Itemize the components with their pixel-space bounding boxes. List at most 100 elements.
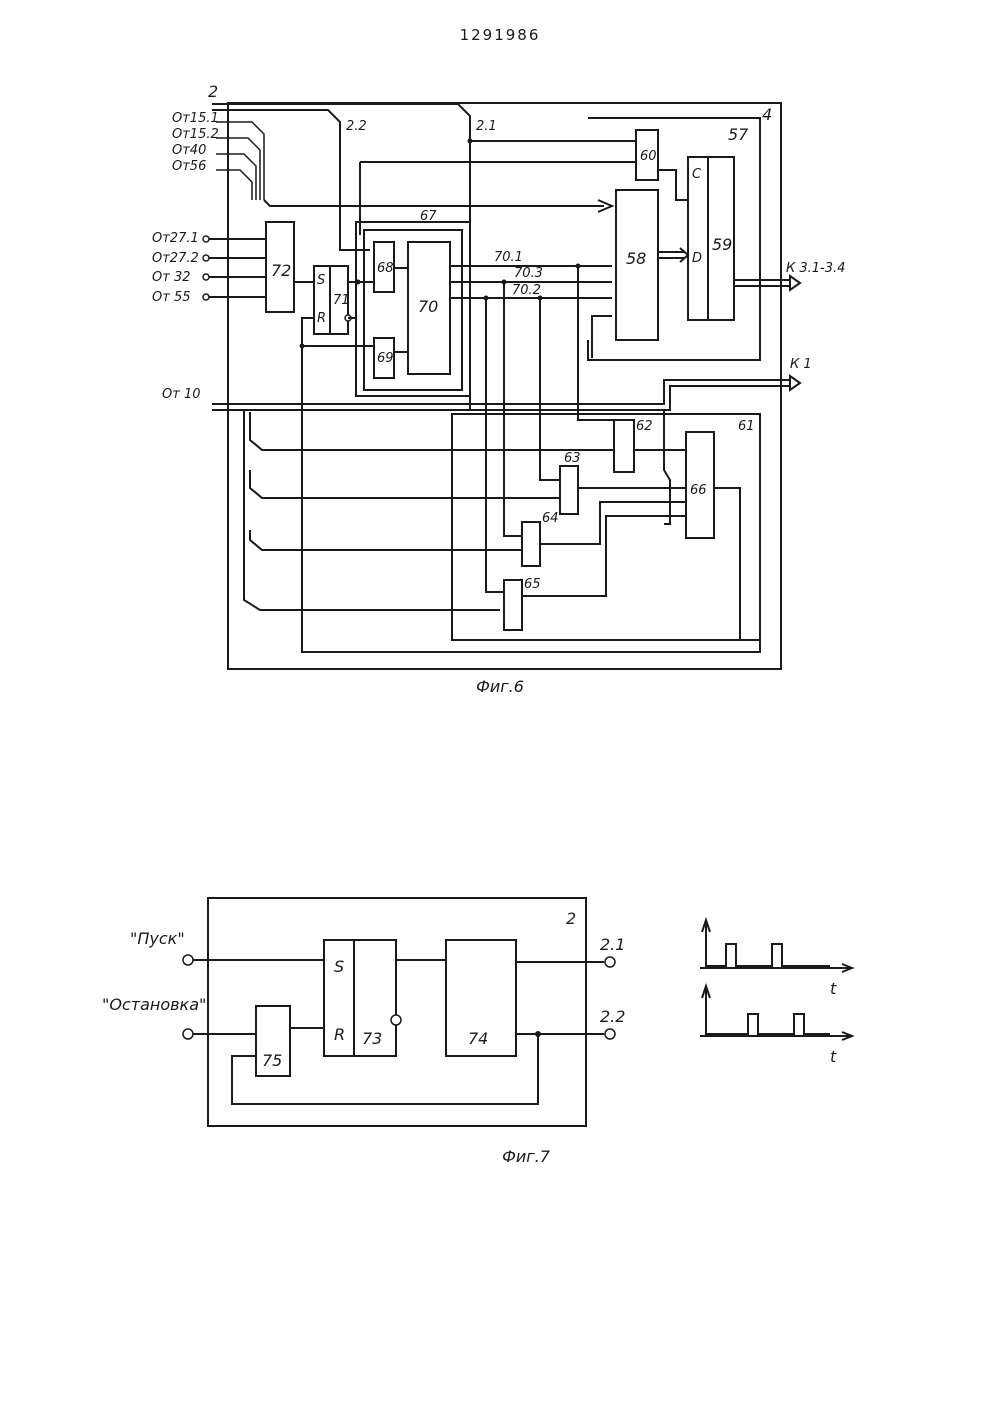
timing-axis-1-y [702, 920, 710, 968]
block-66-label: 66 [690, 483, 707, 498]
input-27-1-label: От27.1 [152, 231, 199, 246]
block-67-label: 67 [420, 209, 437, 224]
input-27-2-label: От27.2 [152, 251, 199, 266]
block-62-label: 62 [636, 419, 653, 434]
block-72-label: 72 [271, 261, 291, 280]
net-70-3-label: 70.3 [514, 266, 543, 281]
input-terminal [203, 294, 209, 300]
block-71-label: 71 [333, 293, 350, 308]
timing-t1: t [830, 979, 837, 998]
block-60-label: 60 [640, 149, 657, 164]
timing-t2: t [830, 1047, 837, 1066]
input-stop-label: "Остановка" [102, 995, 206, 1014]
block-63 [560, 466, 578, 514]
wire-70-1-to-62 [578, 266, 614, 420]
wire-70-2-to-63 [540, 298, 560, 480]
output-2-1-label: 2.1 [600, 935, 625, 954]
timing-axis-2-y [702, 986, 710, 1036]
pin-r-71: R [317, 311, 326, 326]
block-65 [504, 580, 522, 630]
block-59-label: 59 [712, 235, 732, 254]
input-terminal [203, 255, 209, 261]
block-57-label: 57 [728, 125, 749, 144]
pin-s-71: S [317, 273, 325, 288]
bus-line [216, 122, 264, 200]
input-start-terminal [183, 955, 193, 965]
block-68-label: 68 [377, 261, 394, 276]
fig7-caption: Фиг.7 [502, 1147, 551, 1166]
bus-arrow [790, 376, 800, 390]
block-64 [522, 522, 540, 566]
timing-pulses-1 [706, 944, 830, 966]
input-15-2-label: От15.2 [172, 127, 219, 142]
wire-to-65 [486, 298, 504, 592]
output-2-2-terminal [605, 1029, 615, 1039]
bus-arrow [790, 276, 800, 290]
block-4-label: 4 [762, 105, 772, 124]
input-40-label: От40 [172, 143, 206, 158]
wire-to-60b [360, 162, 636, 235]
bus-line [216, 154, 256, 200]
block-2-label: 2 [566, 909, 576, 928]
junction [356, 280, 361, 285]
block-74-label: 74 [468, 1029, 488, 1048]
wire-to-58-bottom [592, 316, 612, 358]
block-70-label: 70 [418, 297, 438, 316]
block-63-label: 63 [564, 451, 581, 466]
input-55-label: От 55 [152, 290, 190, 305]
page-number: 1291986 [460, 26, 541, 44]
output-2-1-terminal [605, 957, 615, 967]
wire-65-66 [522, 516, 686, 596]
input-10-label: От 10 [162, 387, 200, 402]
input-stop-terminal [183, 1029, 193, 1039]
bus-58-59 [658, 252, 684, 258]
block-64-label: 64 [542, 511, 559, 526]
fig7-diagram: 2 "Пуск" "Остановка" 75 S R 73 74 2.1 2.… [102, 898, 852, 1126]
bus-branch-62 [250, 412, 614, 450]
block-75-label: 75 [262, 1051, 282, 1070]
bus-2-label: 2 [208, 82, 218, 101]
bus-branch [244, 410, 500, 610]
pin-s-73: S [334, 957, 344, 976]
block-69-label: 69 [377, 351, 394, 366]
bus-line [216, 138, 260, 200]
block-62 [614, 420, 634, 472]
fig6-diagram: 4 2 2.2 2.1 От15.1 От15.2 От40 От56 57 6… [152, 82, 845, 669]
block-61-label: 61 [738, 419, 755, 434]
inv-bubble-73 [391, 1015, 401, 1025]
input-56-label: От56 [172, 159, 206, 174]
input-start-label: "Пуск" [130, 929, 185, 948]
bus-10-to-k1 [212, 380, 790, 410]
output-1-label: К 1 [790, 357, 812, 372]
pin-d: D [692, 251, 702, 266]
input-32-label: От 32 [152, 270, 190, 285]
net-70-1-label: 70.1 [494, 250, 523, 265]
bus-branch-64 [250, 530, 522, 550]
net-70-2-label: 70.2 [512, 283, 541, 298]
fig6-caption: Фиг.6 [476, 677, 524, 696]
output-2-2-label: 2.2 [600, 1007, 625, 1026]
wires-into-72 [209, 239, 266, 297]
wire-66-out [714, 488, 740, 640]
tap-2-2-label: 2.2 [346, 119, 367, 134]
pin-c: C [692, 167, 702, 182]
timing-pulses-2 [706, 1014, 830, 1034]
block-58-label: 58 [626, 249, 646, 268]
input-terminal [203, 236, 209, 242]
bus-to-58 [264, 200, 604, 206]
bus-66-to-k1 [664, 410, 670, 524]
block-73-label: 73 [362, 1029, 382, 1048]
output-3-label: К 3.1-3.4 [786, 261, 845, 276]
bus-line [216, 170, 252, 200]
bus-branch-63 [250, 470, 560, 498]
wire-60-to-59c [658, 170, 688, 200]
block-65-label: 65 [524, 577, 541, 592]
bus-arrow [680, 248, 688, 262]
input-terminal [203, 274, 209, 280]
pin-r-73: R [334, 1025, 345, 1044]
input-15-1-label: От15.1 [172, 111, 219, 126]
tap-2-1-label: 2.1 [476, 119, 497, 134]
wire-68-69-70 [394, 268, 408, 352]
